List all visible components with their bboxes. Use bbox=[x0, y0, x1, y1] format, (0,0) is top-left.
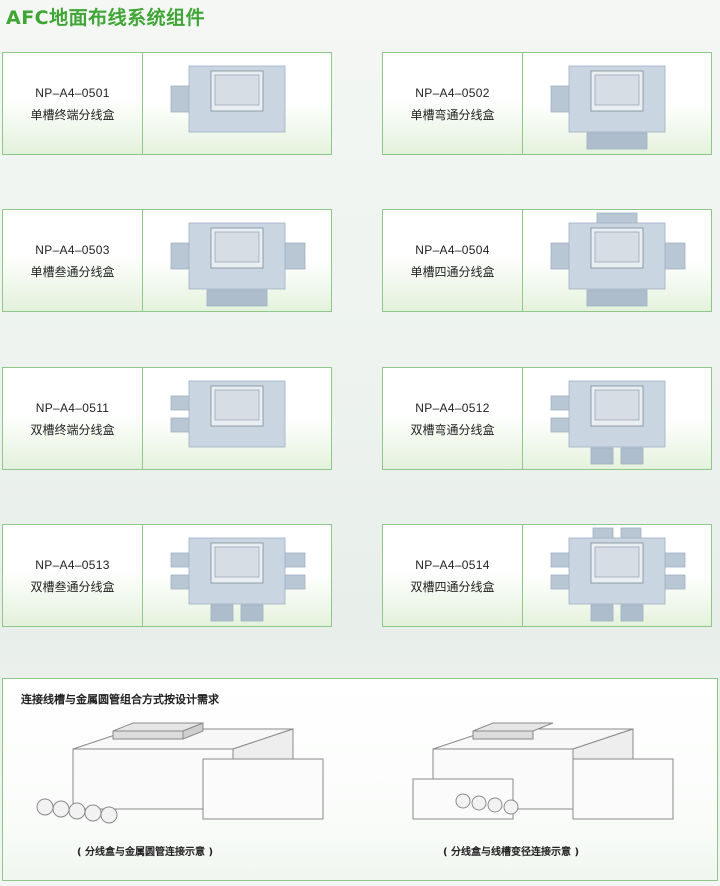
lid-panel bbox=[594, 389, 640, 421]
duct-bottom bbox=[586, 289, 648, 307]
product-photo bbox=[143, 53, 331, 154]
junction-box-image bbox=[170, 380, 286, 448]
lid-panel bbox=[594, 74, 640, 106]
connection-section: 连接线槽与金属圆管组合方式按设计需求 bbox=[2, 678, 718, 881]
duct-bottom bbox=[590, 604, 614, 622]
junction-box-image bbox=[170, 65, 286, 133]
product-name: 单槽弯通分线盒 bbox=[410, 107, 495, 122]
product-name: 双槽四通分线盒 bbox=[410, 579, 495, 594]
product-label: NP–A4–0512 双槽弯通分线盒 bbox=[383, 368, 523, 469]
product-photo bbox=[523, 368, 711, 469]
lid-panel bbox=[214, 74, 260, 106]
product-label: NP–A4–0504 单槽四通分线盒 bbox=[383, 210, 523, 311]
product-card-0513: NP–A4–0513 双槽叁通分线盒 bbox=[2, 524, 332, 627]
product-label: NP–A4–0503 单槽叁通分线盒 bbox=[3, 210, 143, 311]
lid-panel bbox=[214, 389, 260, 421]
page-title: AFC地面布线系统组件 bbox=[6, 7, 206, 29]
product-photo bbox=[143, 368, 331, 469]
product-photo bbox=[523, 53, 711, 154]
product-name: 双槽弯通分线盒 bbox=[410, 422, 495, 437]
product-name: 双槽叁通分线盒 bbox=[30, 579, 115, 594]
product-code: NP–A4–0502 bbox=[415, 85, 490, 100]
product-name: 单槽四通分线盒 bbox=[410, 264, 495, 279]
product-code: NP–A4–0511 bbox=[35, 400, 110, 415]
product-card-0504: NP–A4–0504 单槽四通分线盒 bbox=[382, 209, 712, 312]
junction-box-image bbox=[550, 380, 666, 465]
pipe-connection-diagram bbox=[36, 722, 324, 824]
product-name: 单槽终端分线盒 bbox=[30, 107, 115, 122]
lid-panel bbox=[214, 546, 260, 578]
product-label: NP–A4–0502 单槽弯通分线盒 bbox=[383, 53, 523, 154]
product-code: NP–A4–0512 bbox=[415, 400, 490, 415]
product-photo bbox=[143, 525, 331, 626]
junction-box-image bbox=[550, 65, 666, 150]
product-code: NP–A4–0501 bbox=[35, 85, 110, 100]
junction-box-image bbox=[170, 537, 306, 622]
product-label: NP–A4–0501 单槽终端分线盒 bbox=[3, 53, 143, 154]
connection-heading: 连接线槽与金属圆管组合方式按设计需求 bbox=[21, 693, 219, 706]
product-label: NP–A4–0511 双槽终端分线盒 bbox=[3, 368, 143, 469]
junction-box-image bbox=[550, 527, 686, 622]
product-name: 单槽叁通分线盒 bbox=[30, 264, 115, 279]
reducer-connection-caption: ( 分线盒与线槽变径连接示意 ) bbox=[443, 847, 580, 858]
duct-bottom bbox=[590, 447, 614, 465]
duct-reducer-diagram bbox=[412, 722, 674, 820]
product-label: NP–A4–0514 双槽四通分线盒 bbox=[383, 525, 523, 626]
product-card-0512: NP–A4–0512 双槽弯通分线盒 bbox=[382, 367, 712, 470]
duct-bottom bbox=[620, 604, 644, 622]
product-photo bbox=[523, 210, 711, 311]
duct-bottom bbox=[210, 604, 234, 622]
product-code: NP–A4–0504 bbox=[415, 242, 490, 257]
product-code: NP–A4–0514 bbox=[415, 557, 490, 572]
pipe-connection-caption: ( 分线盒与金属圆管连接示意 ) bbox=[77, 847, 214, 858]
duct-bottom bbox=[240, 604, 264, 622]
product-photo bbox=[143, 210, 331, 311]
product-card-0514: NP–A4–0514 双槽四通分线盒 bbox=[382, 524, 712, 627]
product-photo bbox=[523, 525, 711, 626]
lid-panel bbox=[594, 546, 640, 578]
product-card-0503: NP–A4–0503 单槽叁通分线盒 bbox=[2, 209, 332, 312]
product-code: NP–A4–0513 bbox=[35, 557, 110, 572]
junction-box-image bbox=[550, 212, 686, 307]
product-label: NP–A4–0513 双槽叁通分线盒 bbox=[3, 525, 143, 626]
duct-bottom bbox=[620, 447, 644, 465]
product-name: 双槽终端分线盒 bbox=[30, 422, 115, 437]
duct-bottom bbox=[586, 132, 648, 150]
product-code: NP–A4–0503 bbox=[35, 242, 110, 257]
product-card-0511: NP–A4–0511 双槽终端分线盒 bbox=[2, 367, 332, 470]
lid-panel bbox=[214, 231, 260, 263]
duct-bottom bbox=[206, 289, 268, 307]
product-card-0501: NP–A4–0501 单槽终端分线盒 bbox=[2, 52, 332, 155]
junction-box-image bbox=[170, 222, 306, 307]
product-card-0502: NP–A4–0502 单槽弯通分线盒 bbox=[382, 52, 712, 155]
lid-panel bbox=[594, 231, 640, 263]
